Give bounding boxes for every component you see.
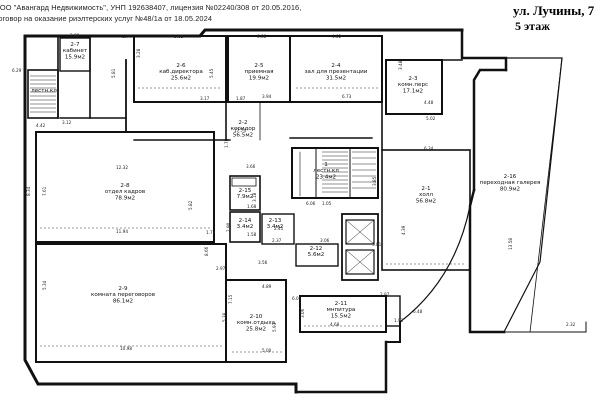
dimension-label: 6.08: [292, 296, 302, 301]
dimension-label: 3.12: [62, 120, 72, 125]
dimension-label: 2.88: [70, 33, 80, 38]
dimension-label: 3.28: [136, 48, 141, 58]
dimension-label: 5.02: [426, 116, 436, 121]
dimension-label: 5.45: [209, 68, 214, 78]
dimension-label: 12.32: [116, 165, 128, 170]
dimension-label: 2.90: [226, 222, 231, 232]
dimension-label: 5.81: [111, 68, 116, 78]
dimension-label: 1.68: [247, 204, 257, 209]
dimension-label: 2.41: [274, 226, 284, 231]
dimension-label: 4.48: [424, 100, 434, 105]
dimension-label: 8.66: [204, 246, 209, 256]
dimension-label: 2.97: [216, 266, 226, 271]
address-label: ул. Лучины, 7: [513, 3, 595, 18]
floor-label: 5 этаж: [515, 19, 550, 33]
dimension-label: 5.93: [272, 322, 277, 332]
dimension-label: 2.32: [566, 322, 576, 327]
dimension-label: 1.74: [122, 34, 132, 39]
dimension-label: 3.62: [174, 34, 184, 39]
dimension-label: 1.05: [322, 201, 332, 206]
dimension-label: 6.06: [306, 201, 316, 206]
dimension-label: 17.74: [234, 128, 246, 133]
dimension-label: 6.48: [413, 309, 423, 314]
dimension-label: 2.97: [380, 292, 390, 297]
dimension-label: 3.17: [200, 96, 210, 101]
dimension-label: 3.06: [300, 308, 305, 318]
header-line-1: ООО "Авангард Недвижимость", УНП 1926384…: [0, 3, 302, 12]
dimension-label: 5.82: [188, 200, 193, 210]
dimension-label: 1.58: [247, 232, 257, 237]
dimension-label: 6.88: [257, 34, 267, 39]
dimension-label: 3.48: [398, 60, 403, 70]
dimension-label: 5.38: [222, 312, 227, 322]
dimension-label: 6.34: [424, 146, 434, 151]
dimension-label: 6.73: [342, 94, 352, 99]
dimension-label: 1.87: [236, 96, 246, 101]
room-label: лестн.кл: [31, 88, 57, 94]
dimension-label: 5.00: [262, 348, 272, 353]
dimension-label: 3.56: [258, 260, 268, 265]
dimension-label: 11.94: [116, 229, 128, 234]
dimension-label: 7.61: [42, 186, 47, 196]
dimension-label: 13.58: [508, 238, 513, 250]
dimension-label: 1.72: [206, 230, 216, 235]
header-line-2: договор на оказание риэлтерских услуг №4…: [0, 14, 213, 23]
dimension-label: 4.39: [401, 225, 406, 235]
dimension-label: 4.68: [330, 322, 340, 327]
dimension-label: 10.98: [120, 346, 132, 351]
dimension-label: 4.82: [332, 34, 342, 39]
dimension-label: 3.06: [320, 238, 330, 243]
dimension-label: 3.94: [262, 94, 272, 99]
dimension-label: 3.81: [372, 242, 382, 247]
dimension-label: 5.34: [42, 280, 47, 290]
dimension-label: 7.15: [228, 294, 233, 304]
dimension-label: 3.66: [246, 164, 256, 169]
dimension-label: 1.92: [394, 318, 404, 323]
dimension-label: 8.34: [26, 186, 31, 196]
dimension-label: 3.85: [372, 176, 377, 186]
dimension-label: 3.18: [252, 192, 257, 202]
dimension-label: 6.29: [12, 68, 22, 73]
dimension-label: 1.78: [224, 138, 229, 148]
dimension-label: 4.42: [36, 123, 46, 128]
dimension-label: 4.89: [262, 284, 272, 289]
dimension-label: 2.37: [272, 238, 282, 243]
